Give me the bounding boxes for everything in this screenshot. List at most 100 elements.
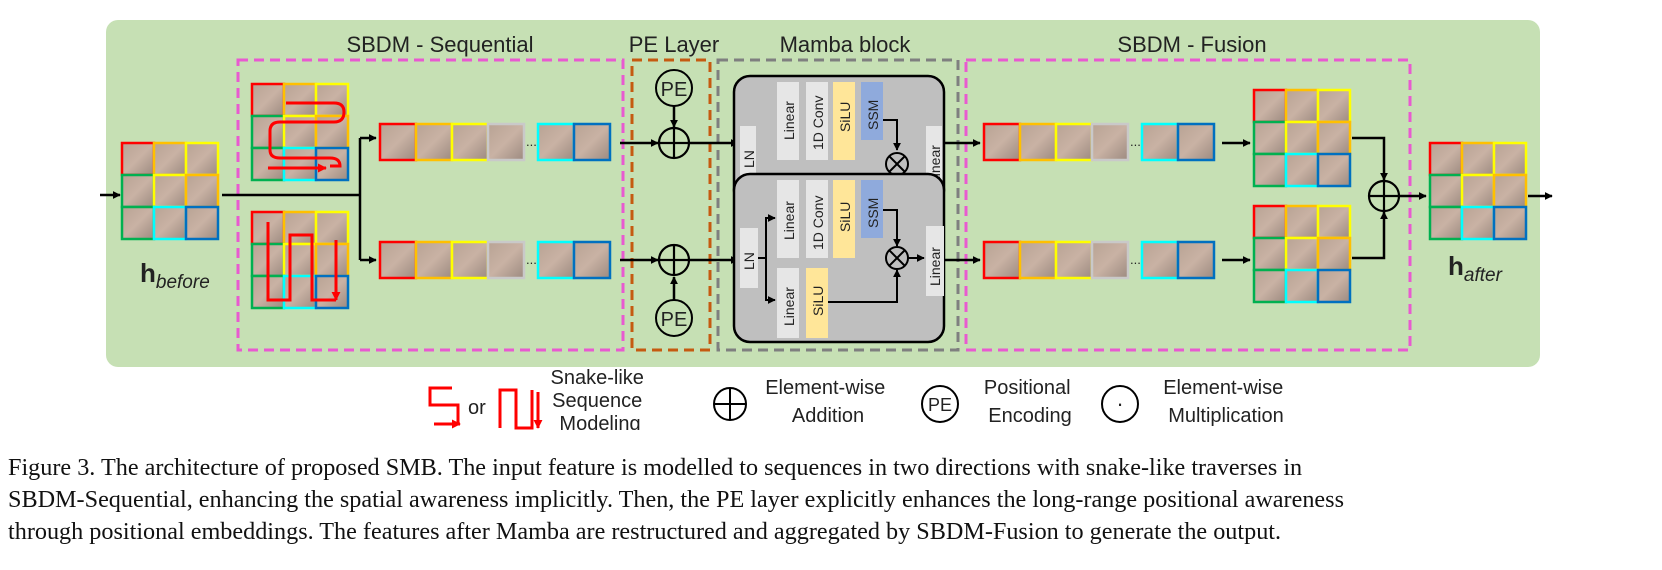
legend: or Snake-like Sequence Modeling Element-… bbox=[428, 367, 1289, 430]
svg-text:1D Conv: 1D Conv bbox=[810, 196, 826, 250]
sequence-top: ... bbox=[378, 122, 612, 162]
feature-patch bbox=[152, 173, 188, 209]
sequence-token bbox=[536, 240, 576, 280]
legend-add-icon bbox=[713, 387, 747, 421]
feature-patch bbox=[1252, 268, 1288, 304]
feature-patch bbox=[314, 242, 350, 278]
feature-patch bbox=[1316, 120, 1352, 156]
pe-layer-box bbox=[630, 58, 712, 352]
svg-text:PE: PE bbox=[661, 79, 688, 101]
sequence-token bbox=[1140, 122, 1180, 162]
feature-patch bbox=[120, 141, 156, 177]
feature-patch bbox=[1316, 236, 1352, 272]
sequence-token bbox=[1140, 240, 1180, 280]
fusion-add-node bbox=[1367, 179, 1401, 213]
svg-text:SiLU: SiLU bbox=[810, 286, 826, 316]
legend-snake-horizontal-icon bbox=[428, 386, 460, 426]
silu-box-lower bbox=[806, 268, 828, 338]
feature-patch bbox=[184, 173, 220, 209]
feature-patch bbox=[314, 274, 350, 310]
legend-mult-icon: · bbox=[1101, 385, 1139, 423]
feature-patch bbox=[314, 146, 350, 182]
sequence-token bbox=[1054, 122, 1094, 162]
fusion-top-line bbox=[1352, 136, 1388, 181]
legend-mult-text: Element-wise Multiplication bbox=[1163, 377, 1289, 427]
silu-box-upper bbox=[833, 180, 855, 258]
sequence-token bbox=[450, 122, 490, 162]
conv-box bbox=[806, 180, 828, 258]
svg-text:SSM: SSM bbox=[865, 198, 881, 228]
sequence-ellipsis: ... bbox=[1130, 134, 1141, 149]
feature-patch bbox=[1492, 205, 1528, 241]
svg-text:SSM: SSM bbox=[865, 100, 881, 130]
sequence-ellipsis: ... bbox=[526, 134, 537, 149]
feature-patch bbox=[1316, 204, 1352, 240]
sequence-token bbox=[1018, 240, 1058, 280]
legend-snake-text: Snake-like Sequence Modeling bbox=[551, 367, 650, 430]
feature-patch bbox=[314, 210, 350, 246]
sequence-token bbox=[1054, 240, 1094, 280]
mamba-block-front: LN Linear 1D Conv SiLU SSM Linear SiLU L… bbox=[732, 172, 946, 344]
feature-patch bbox=[1284, 120, 1320, 156]
input-feature-grid bbox=[120, 141, 220, 241]
svg-text:SiLU: SiLU bbox=[837, 202, 853, 232]
legend-pe-icon: PE bbox=[921, 385, 959, 423]
feature-patch bbox=[1316, 152, 1352, 188]
sequence-token bbox=[1090, 122, 1130, 162]
restructured-grid-bottom bbox=[1252, 204, 1352, 304]
multiply-node bbox=[885, 246, 909, 270]
linear-box-lower bbox=[777, 268, 799, 338]
svg-text:LN: LN bbox=[741, 150, 757, 168]
snake-path-vertical bbox=[266, 222, 336, 302]
fusion-sequence-bottom: ... bbox=[982, 240, 1216, 280]
sequence-ellipsis: ... bbox=[1130, 252, 1141, 267]
sequence-token bbox=[1018, 122, 1058, 162]
sbdm-sequential-box bbox=[236, 58, 625, 352]
sequence-token bbox=[486, 240, 526, 280]
feature-patch bbox=[1428, 173, 1464, 209]
svg-text:Linear: Linear bbox=[781, 101, 797, 140]
caption-line: through positional embeddings. The featu… bbox=[8, 518, 1282, 545]
figure-caption: Figure 3. The architecture of proposed S… bbox=[8, 452, 1656, 548]
legend-snake-vertical-icon bbox=[498, 388, 534, 430]
svg-text:or: or bbox=[468, 397, 486, 419]
fusion-bottom-line bbox=[1352, 211, 1388, 260]
h-after-label: hafter bbox=[1448, 251, 1503, 286]
feature-patch bbox=[1428, 141, 1464, 177]
add-node-bottom bbox=[657, 243, 691, 277]
ln-box bbox=[740, 228, 758, 288]
svg-text:PE: PE bbox=[928, 395, 952, 415]
sequence-token bbox=[1176, 122, 1216, 162]
section-title-sequential: SBDM - Sequential bbox=[346, 32, 533, 57]
restructured-grid-top bbox=[1252, 88, 1352, 188]
feature-patch bbox=[184, 205, 220, 241]
fusion-sequence-top: ... bbox=[982, 122, 1216, 162]
feature-patch bbox=[250, 82, 286, 118]
svg-text:1D Conv: 1D Conv bbox=[810, 96, 826, 150]
feature-patch bbox=[1428, 205, 1464, 241]
sequence-token bbox=[378, 240, 418, 280]
feature-patch bbox=[1492, 141, 1528, 177]
feature-patch bbox=[1284, 236, 1320, 272]
feature-patch bbox=[282, 82, 318, 118]
feature-patch bbox=[120, 173, 156, 209]
ssm-box bbox=[861, 180, 883, 238]
feature-patch bbox=[152, 141, 188, 177]
feature-patch bbox=[1252, 236, 1288, 272]
linear-box-upper bbox=[777, 180, 799, 258]
feature-patch bbox=[1316, 88, 1352, 124]
h-before-label: hbefore bbox=[140, 258, 210, 293]
sequence-ellipsis: ... bbox=[526, 252, 537, 267]
svg-text:SiLU: SiLU bbox=[837, 102, 853, 132]
section-title-mamba: Mamba block bbox=[780, 32, 912, 57]
output-feature-grid bbox=[1428, 141, 1528, 241]
linear-box-out bbox=[926, 226, 944, 296]
snake-path-horizontal bbox=[268, 101, 346, 168]
sequence-token bbox=[1176, 240, 1216, 280]
feature-patch bbox=[1284, 268, 1320, 304]
svg-text:LN: LN bbox=[741, 252, 757, 270]
section-title-pe-layer: PE Layer bbox=[629, 32, 720, 57]
feature-patch bbox=[1284, 152, 1320, 188]
svg-text:Linear: Linear bbox=[781, 287, 797, 326]
sequence-token bbox=[536, 122, 576, 162]
